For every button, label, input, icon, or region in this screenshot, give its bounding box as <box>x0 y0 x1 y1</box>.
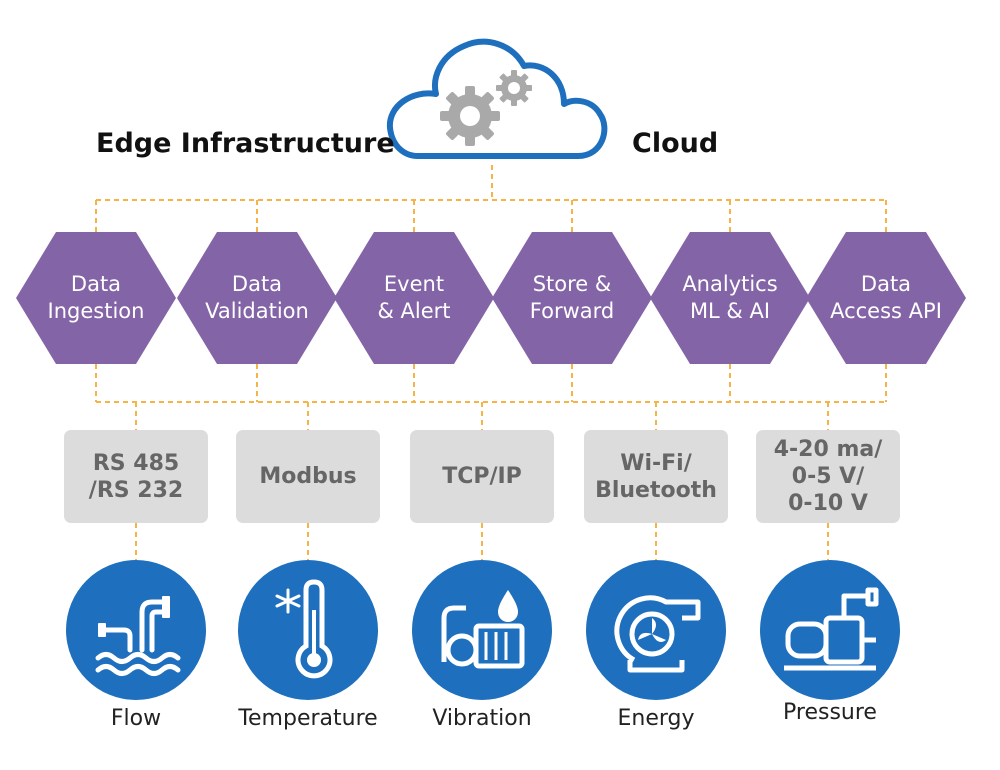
protocol-modbus: Modbus <box>236 430 380 523</box>
service-data-ingestion: Data Ingestion <box>16 232 176 364</box>
protocol-wifi-bluetooth: Wi-Fi/ Bluetooth <box>584 430 728 523</box>
sensor-temperature <box>238 560 378 700</box>
protocol-label: TCP/IP <box>442 464 522 489</box>
pressure-pump-icon <box>784 587 879 671</box>
sensor-label-energy: Energy <box>617 706 695 731</box>
gear-large-icon <box>440 86 500 146</box>
gear-small-icon <box>496 70 532 106</box>
protocol-tcp-ip: TCP/IP <box>410 430 554 523</box>
snowflake-icon <box>275 588 301 614</box>
protocol-label: RS 485 /RS 232 <box>88 450 184 503</box>
service-label: Data Ingestion <box>47 272 145 323</box>
edge-infrastructure-title: Edge Infrastructure <box>96 128 395 159</box>
thermometer-icon <box>275 579 333 679</box>
protocol-rs485-rs232: RS 485 /RS 232 <box>64 430 208 523</box>
protocol-label: Wi-Fi/ Bluetooth <box>595 450 717 503</box>
protocol-analog-signal: 4-20 ma/ 0-5 V/ 0-10 V <box>756 430 900 523</box>
sensor-label-vibration: Vibration <box>432 706 532 731</box>
service-store-forward: Store & Forward <box>492 232 652 364</box>
sensor-energy <box>586 560 726 700</box>
fan-turbine-icon <box>614 595 701 673</box>
service-label: Analytics ML & AI <box>682 272 778 323</box>
cloud-title: Cloud <box>632 128 719 159</box>
service-label: Data Access API <box>830 272 942 323</box>
service-label: Data Validation <box>205 272 309 323</box>
sensor-flow <box>66 560 206 700</box>
service-analytics-ml-ai: Analytics ML & AI <box>650 232 810 364</box>
service-label: Event & Alert <box>377 272 451 323</box>
sensor-label-temperature: Temperature <box>238 706 378 731</box>
protocol-label: Modbus <box>259 464 357 489</box>
sensor-pressure <box>760 560 900 700</box>
flow-pipes-icon <box>95 596 181 676</box>
service-label: Store & Forward <box>529 272 615 323</box>
service-data-access-api: Data Access API <box>806 232 966 364</box>
protocol-label: 4-20 ma/ 0-5 V/ 0-10 V <box>773 437 883 516</box>
cloud-icon <box>386 38 608 159</box>
vibration-motor-icon <box>441 590 525 669</box>
sensor-vibration <box>412 560 552 700</box>
sensor-label-pressure: Pressure <box>783 700 877 725</box>
sensor-label-flow: Flow <box>110 706 162 731</box>
